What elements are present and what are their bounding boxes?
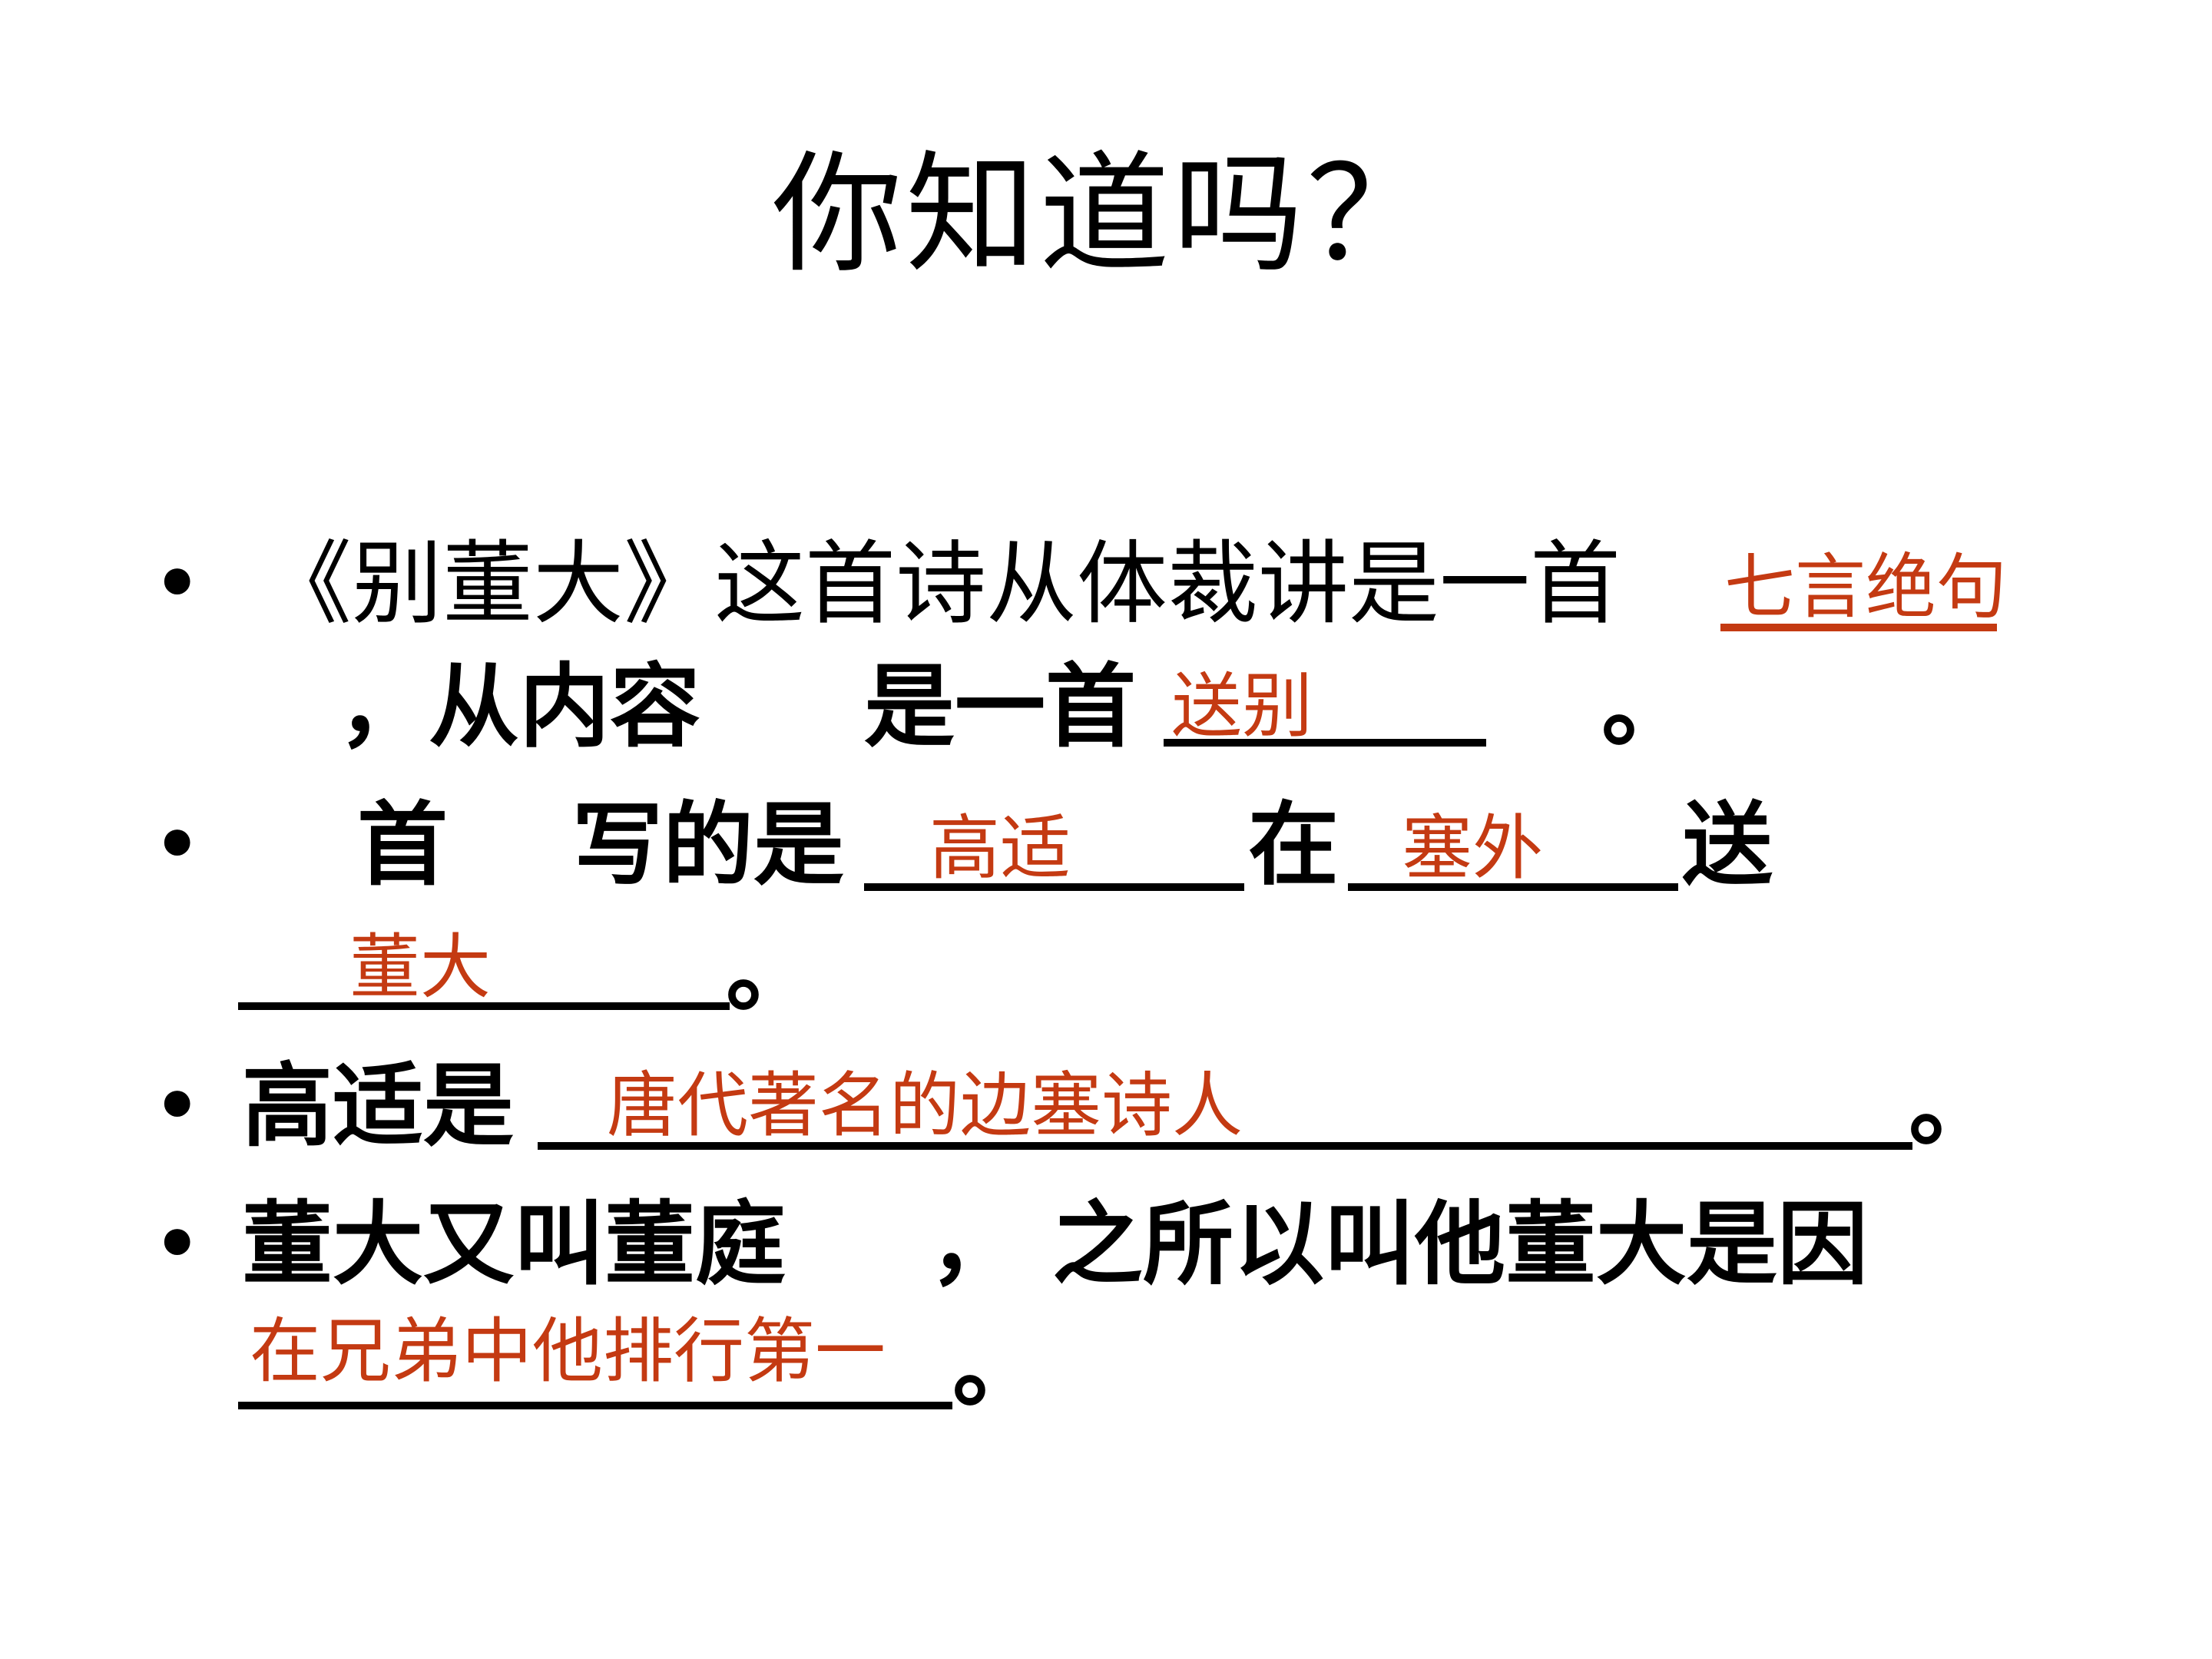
item2-period: 。 (726, 919, 817, 1025)
item4-line1-b: ， (929, 1191, 1021, 1297)
item1-answer1: 七言绝句 (1724, 546, 2008, 628)
item3-answer: 唐代著名的边塞诗人 (607, 1065, 1243, 1147)
item2-mid: 在 (1248, 792, 1339, 898)
item1-period: 。 (1601, 654, 1693, 760)
item2-blank2 (1348, 883, 1678, 891)
item2-part-b: 写的是 (572, 792, 845, 898)
bullet-2: • (154, 802, 201, 888)
bullet-1: • (154, 541, 201, 627)
item4-line1-a: 董大又叫董庭 (242, 1191, 786, 1297)
item4-line1-c: 之所以叫他董大是因 (1052, 1191, 1869, 1297)
item2-part-a: 首 (357, 792, 449, 898)
item4-blank (238, 1402, 952, 1409)
item2-answer1: 高适 (929, 807, 1071, 889)
bullet-4: • (154, 1201, 201, 1287)
item4-answer: 在兄弟中他排行第一 (250, 1310, 886, 1392)
item2-end-word: 送 (1682, 792, 1773, 898)
bullet-3: • (154, 1063, 201, 1149)
item3-prefix: 高适是 (242, 1053, 515, 1159)
item2-answer2: 塞外 (1402, 807, 1544, 889)
item4-period: 。 (952, 1314, 1044, 1420)
item2-answer3: 董大 (349, 926, 492, 1008)
item1-line2-b: 是一首 (864, 654, 1137, 760)
item1-blank1 (1720, 624, 1997, 631)
item3-period: 。 (1909, 1053, 2000, 1159)
item1-blank2 (1164, 739, 1486, 747)
item1-answer2: 送别 (1171, 665, 1313, 747)
item2-blank3 (238, 1002, 730, 1010)
item1-line2-a: ，从内容 (338, 654, 701, 760)
item2-blank1 (864, 883, 1244, 891)
item1-line1: 《别董大》这首诗从体裁讲是一首 (261, 531, 1621, 637)
slide-title: 你知道吗？ (771, 139, 1440, 291)
item3-blank (538, 1142, 1912, 1150)
